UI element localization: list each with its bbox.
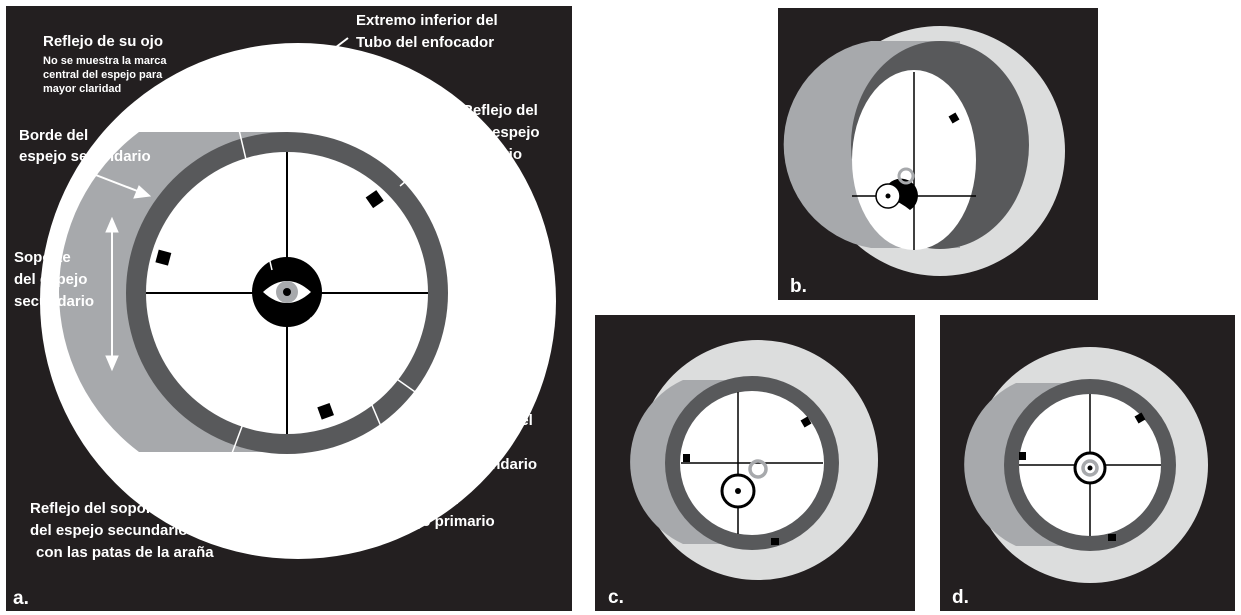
panel-d-clip-2 (1019, 452, 1026, 460)
eye-reflection-note-3: mayor claridad (43, 83, 121, 95)
secondary-support-label-2: del espejo (14, 271, 87, 288)
panel-c-center-dot (735, 488, 741, 494)
primary-clip-label-1: Reflejo del (462, 102, 538, 119)
secondary-support-label-1: Soporte (14, 249, 71, 266)
secondary-reflection-label-2: espejo (457, 434, 505, 451)
spider-reflection-label-2: del espejo secundario (30, 522, 188, 539)
secondary-edge-label-1: Borde del (19, 127, 88, 144)
panel-c-letter: c. (608, 587, 624, 608)
mirror-clip-3 (317, 402, 334, 420)
panel-c-eye-ring (748, 459, 768, 479)
leader-lines (221, 99, 456, 481)
panel-d: d. (940, 315, 1235, 611)
eye-reflection-note-1: No se muestra la marca (43, 55, 167, 67)
panel-c: c. (595, 315, 915, 611)
panel-d-center-dot (1087, 465, 1093, 471)
secondary-reflection-label-1: Reflejo del (457, 412, 533, 429)
panel-b-eye-ring (897, 167, 915, 185)
primary-reflection-label-1: Reflejo del (383, 491, 459, 508)
panel-d-clip-3 (1108, 534, 1116, 541)
panel-a-letter: a. (13, 588, 29, 609)
primary-clip-label-3: primario (462, 146, 522, 163)
eye-pupil (283, 288, 291, 296)
panel-d-letter: d. (952, 587, 969, 608)
panel-d-eye-ring (1081, 459, 1099, 477)
panel-d-clip-1 (1134, 412, 1146, 424)
primary-clip-label-2: clip espejo (462, 124, 540, 141)
spider-reflection-label-1: Reflejo del soporte (30, 500, 165, 517)
primary-reflection-label-2: espejo primario (383, 513, 495, 530)
focuser-tube-label-1: Extremo inferior del (356, 12, 498, 29)
secondary-edge-label-2: espejo secundario (19, 148, 151, 165)
panel-b-center-dot (885, 193, 891, 199)
panel-b: b. (778, 8, 1098, 300)
eye-reflection-title: Reflejo de su ojo (43, 33, 163, 50)
panel-b-letter: b. (790, 276, 807, 297)
spider-reflection-label-3: con las patas de la araña (36, 544, 214, 561)
panel-c-clip-3 (771, 538, 779, 545)
panel-c-clip-1 (800, 416, 812, 428)
mirror-clip-2 (155, 249, 172, 266)
arrows (87, 37, 349, 372)
eye-reflection-note-2: central del espejo para (43, 69, 163, 81)
secondary-reflection-label-3: secundario (457, 456, 537, 473)
panel-c-clip-2 (683, 454, 690, 462)
focuser-tube-label-2: Tubo del enfocador (356, 34, 494, 51)
panel-b-clip (948, 112, 960, 124)
panel-a: Reflejo de su ojo No se muestra la marca… (6, 6, 572, 611)
secondary-support-label-3: secundario (14, 293, 94, 310)
mirror-clip-1 (365, 190, 384, 209)
